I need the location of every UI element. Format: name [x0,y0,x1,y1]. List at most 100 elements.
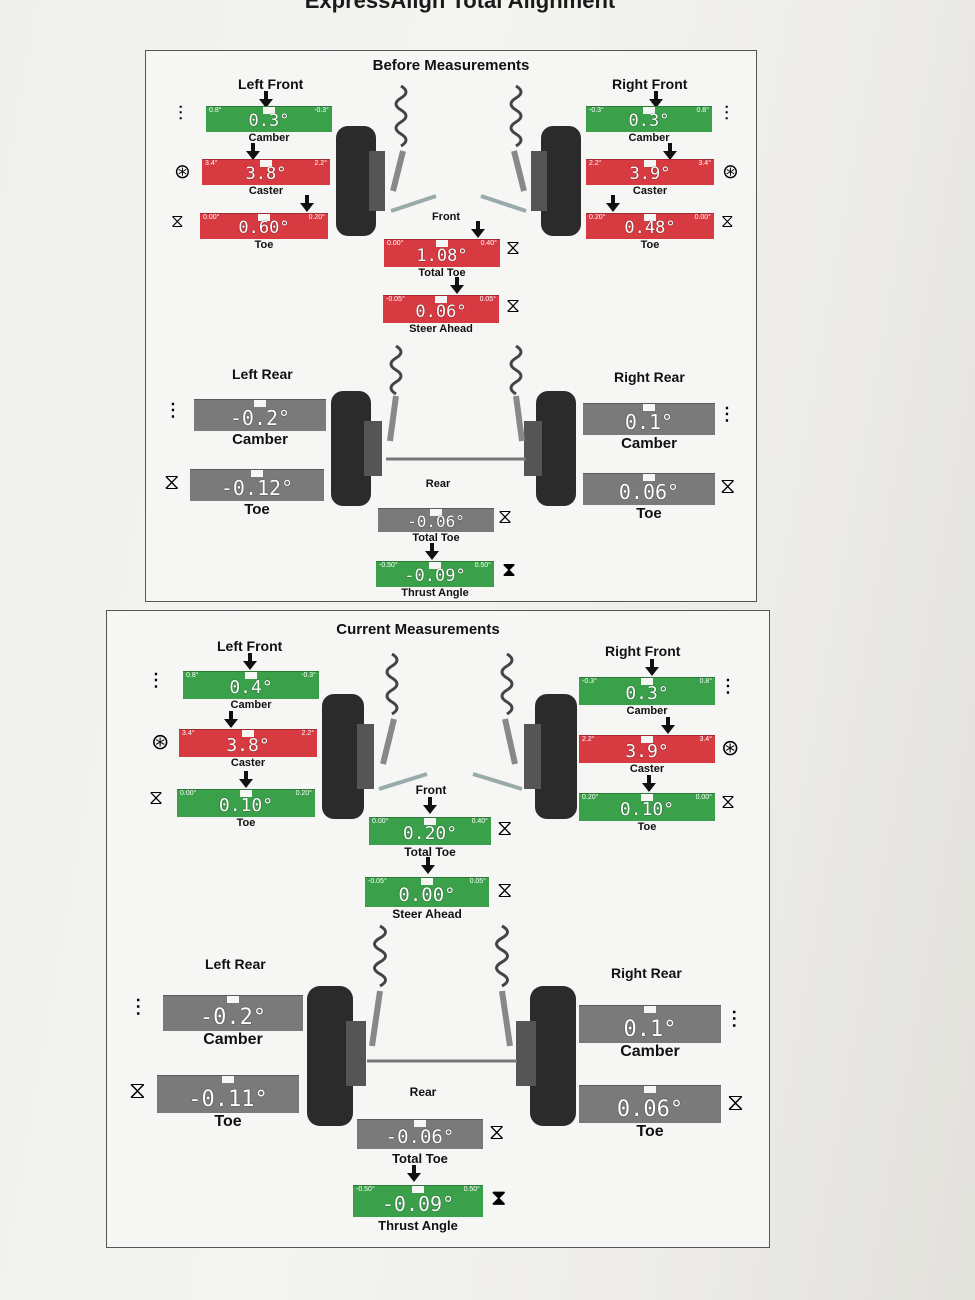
lr-camber-gauge: -0.2° [194,399,326,431]
wheel-icon [307,986,576,1126]
camber-arrow [649,91,663,108]
left-rear-label: Left Rear [205,956,266,972]
gauge-value: -0.06° [385,1126,455,1148]
wheel-icon [336,126,581,236]
rf-toe-gauge: 0.20° 0.00° 0.48° [586,213,714,239]
toe-icon: ⧖ [149,787,164,809]
camber-arrow [259,91,273,108]
rr-toe-gauge: 0.06° [583,473,715,505]
steer-ahead-icon: ⧖ [506,295,521,317]
lf-toe-gauge: 0.00° 0.20° 0.10° [177,789,315,817]
gauge-value: 0.4° [229,677,273,698]
wheel-icon [322,694,577,819]
steer-ahead-arrow [421,857,435,874]
lr-toe-gauge: -0.11° [157,1075,299,1113]
front-suspension-diagram [322,652,577,819]
camber-arrow [243,653,257,670]
lf-caster-gauge: 3.4° 2.2° 3.8° [202,159,330,185]
rf-caster-gauge: 2.2° 3.4° 3.9° [579,735,715,763]
gauge-value: -0.09° [381,1192,455,1216]
camber-arrow [645,659,659,676]
gauge-caption: Thrust Angle [378,1218,458,1233]
gauge-value: 0.1° [624,410,674,434]
total-toe-icon: ⧖ [497,815,513,840]
gauge-caption: Caster [230,757,266,769]
gauge-value: 0.20° [402,823,458,844]
gauge-caption: Toe [254,239,274,251]
rear-suspension-diagram [331,344,576,506]
gauge-value: 0.48° [624,218,676,238]
right-rear-label: Right Rear [611,965,682,981]
left-front-label: Left Front [217,638,283,654]
rf-camber-gauge: -0.3° 0.8° 0.3° [579,677,715,705]
toe-arrow [239,771,253,788]
gauge-caption: Toe [637,821,657,833]
steer-ahead-gauge: -0.05° 0.05° 0.00° [365,877,489,907]
lf-caster-gauge: 3.4° 2.2° 3.8° [179,729,317,757]
gauge-value: 0.00° [398,884,456,906]
gauge-caption: Camber [621,435,677,452]
caster-icon: ⊛ [722,161,739,183]
gauge-caption: Camber [248,132,290,144]
front-total-toe-gauge: 0.00° 0.40° 1.08° [384,239,500,267]
total-toe-arrow [423,797,437,814]
gauge-caption: Caster [248,185,284,197]
gauge-caption: Thrust Angle [401,587,469,599]
strut-icon [367,924,517,1063]
lr-toe-gauge: -0.12° [190,469,324,501]
front-label: Front [431,211,461,223]
lr-camber-gauge: -0.2° [163,995,303,1031]
right-rear-label: Right Rear [614,369,685,385]
gauge-value: 0.10° [619,799,675,820]
gauge-caption: Camber [203,1031,263,1048]
caster-icon: ⊛ [151,729,170,754]
gauge-value: 0.06° [616,1097,684,1122]
rr-toe-gauge: 0.06° [579,1085,721,1123]
rf-camber-gauge: -0.3° 0.8° 0.3° [586,106,712,132]
gauge-value: 0.3° [248,111,290,131]
toe-icon: ⧖ [721,211,734,231]
camber-icon: ⫶ [135,995,141,1022]
toe-icon: ⧖ [171,211,184,231]
thrust-angle-gauge: -0.50° 0.50° -0.09° [353,1185,483,1217]
document-title: ExpressAlign Total Alignment [304,0,616,13]
steer-ahead-gauge: -0.05° 0.05° 0.06° [383,295,499,323]
steer-ahead-arrow [450,277,464,294]
toe-icon: ⧖ [720,473,736,498]
gauge-value: 0.06° [618,480,680,504]
thrust-angle-arrow [425,543,439,560]
gauge-caption: Total Toe [418,267,466,279]
wheel-icon [331,391,576,506]
total-toe-icon: ⧖ [498,506,513,528]
gauge-caption: Toe [244,501,270,518]
gauge-value: -0.11° [188,1087,268,1112]
gauge-value: -0.06° [407,512,465,531]
camber-icon: ⫶ [178,103,183,125]
caster-icon: ⊛ [174,161,191,183]
gauge-value: 3.9° [625,741,669,762]
caster-arrow [661,717,675,734]
thrust-angle-arrow [407,1165,421,1182]
before-measurements-panel: Before Measurements [145,50,757,602]
gauge-caption: Camber [620,1043,680,1060]
panel-title: Current Measurements [336,621,500,638]
toe-arrow [606,195,620,212]
gauge-caption: Toe [214,1113,242,1130]
caster-arrow [246,143,260,160]
strut-icon [390,84,527,213]
gauge-caption: Total Toe [404,845,456,859]
gauge-caption: Camber [628,132,670,144]
caster-icon: ⊛ [721,735,740,760]
rr-camber-gauge: 0.1° [583,403,715,435]
left-front-label: Left Front [238,76,304,92]
gauge-value: 0.1° [623,1017,677,1042]
toe-arrow [300,195,314,212]
caster-arrow [224,711,238,728]
gauge-value: -0.2° [199,1005,267,1030]
camber-icon: ⫶ [724,403,730,428]
front-suspension-diagram [336,84,581,236]
strut-icon [386,344,526,461]
gauge-value: 0.3° [628,111,670,131]
panel-title: Before Measurements [372,57,530,74]
